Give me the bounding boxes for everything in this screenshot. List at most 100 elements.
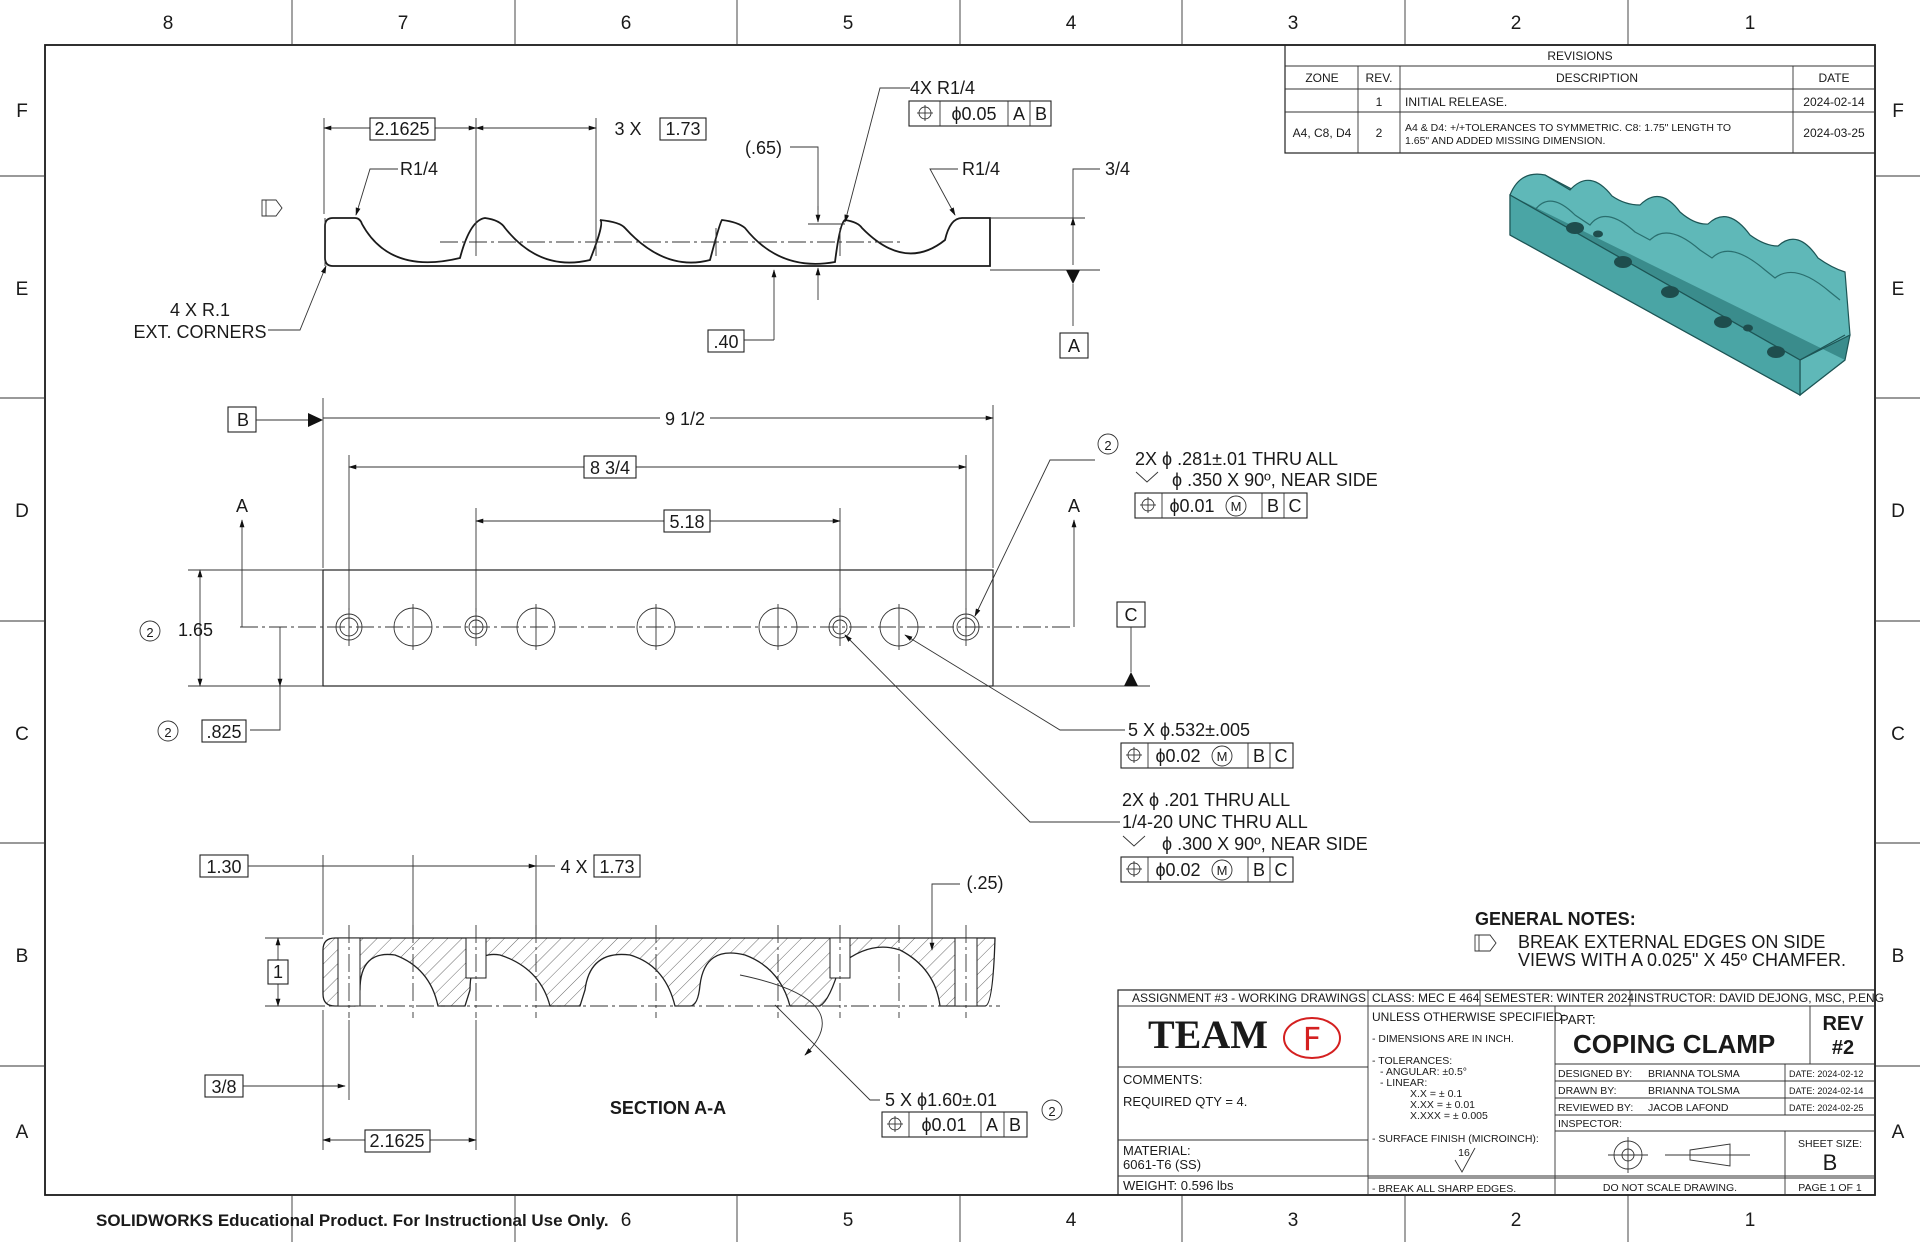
zone-col-2-bottom: 2 [1511,1210,1522,1231]
corners-note-line1: 4 X R.1 [170,300,230,320]
fcf-281-datum-b: B [1267,496,1279,516]
tb-drawn-by-label: DRAWN BY: [1558,1085,1617,1097]
projection-symbol-icon [1608,1137,1750,1173]
dim-8-3-4: 8 3/4 [590,458,630,478]
fcf-532-tol: ϕ0.02 [1155,746,1200,766]
zone-row-b: B [16,946,29,967]
educational-watermark: SOLIDWORKS Educational Product. For Inst… [96,1211,609,1230]
tb-break-edges: - BREAK ALL SHARP EDGES. [1372,1183,1516,1195]
tb-rev-label: REV [1822,1013,1864,1035]
tb-designed-by: BRIANNA TOLSMA [1648,1068,1740,1080]
tb-rev-value: #2 [1832,1037,1854,1059]
fcf-201-datum-c: C [1275,860,1288,880]
revision-table: REVISIONS ZONE REV. DESCRIPTION DATE 1 I… [1284,44,1876,154]
datum-b-label: B [237,410,249,430]
tb-unless: UNLESS OTHERWISE SPECIFIED: [1372,1010,1566,1024]
fcf-281-datum-c: C [1289,496,1302,516]
tb-designed-by-label: DESIGNED BY: [1558,1068,1632,1080]
sec-dim-1-73: 1.73 [599,857,634,877]
sec-dim-025: (.25) [966,873,1003,893]
fcf-005-tol: ϕ0.05 [951,104,996,124]
tb-semester: SEMESTER: WINTER 2024 [1484,991,1634,1005]
hole-281-line2: ϕ .350 X 90º, NEAR SIDE [1172,470,1378,490]
zone-row-c: C [15,724,29,745]
hole-532-callout: 5 X ϕ.532±.005 [1128,720,1250,740]
general-notes-line1: BREAK EXTERNAL EDGES ON SIDE [1518,932,1825,952]
rev-header-date: DATE [1818,71,1849,85]
tb-drawn-date: DATE: 2024-02-14 [1789,1086,1863,1096]
rev-1-description: INITIAL RELEASE. [1405,95,1507,109]
tb-comments: REQUIRED QTY = 4. [1123,1094,1247,1109]
title-block: ASSIGNMENT #3 - WORKING DRAWINGS CLASS: … [1117,989,1884,1196]
rev-header-rev: REV. [1366,71,1393,85]
zone-col-4: 4 [1066,13,1077,34]
zone-col-5-bottom: 5 [843,1210,854,1231]
zone-col-4-bottom: 4 [1066,1210,1077,1231]
tb-surface-value: 16 [1458,1147,1470,1159]
zone-row-b-right: B [1892,946,1905,967]
sec-dim-1: 1 [273,962,283,982]
rev-2-description-line1: A4 & D4: +/+TOLERANCES TO SYMMETRIC. C8:… [1405,122,1731,134]
dim-1-65: 1.65 [178,620,213,640]
tb-class: CLASS: MEC E 464 [1372,991,1480,1005]
zone-row-d-right: D [1891,501,1905,522]
zone-row-a: A [16,1122,29,1143]
dim-2-1625: 2.1625 [374,119,429,139]
dim-065: (.65) [745,138,782,158]
tb-assignment: ASSIGNMENT #3 - WORKING DRAWINGS [1132,991,1366,1005]
sec-dim-2-1625: 2.1625 [369,1131,424,1151]
corners-note-line2: EXT. CORNERS [133,322,266,342]
rev-marker-281: 2 [1104,438,1111,453]
r14-left: R1/4 [400,159,438,179]
tb-reviewed-by-label: REVIEWED BY: [1558,1102,1633,1114]
fcf-532: ϕ0.02 M B C [1120,742,1294,769]
zone-col-1-bottom: 1 [1745,1210,1756,1231]
rev-2-zone: A4, C8, D4 [1293,126,1352,140]
fcf-201-datum-b: B [1253,860,1265,880]
tb-comments-label: COMMENTS: [1123,1072,1202,1087]
tb-page: PAGE 1 OF 1 [1798,1182,1862,1194]
radius-4x-label: 4X R1/4 [910,78,975,98]
rev-marker-1-65: 2 [146,625,153,640]
zone-col-5: 5 [843,13,854,34]
rev-header-zone: ZONE [1305,71,1338,85]
rev-2-number: 2 [1376,126,1383,140]
rev-marker-0825: 2 [164,725,171,740]
tb-part-label: PART: [1560,1012,1596,1027]
rev-2-description-line2: 1.65" AND ADDED MISSING DIMENSION. [1405,135,1605,147]
fcf-532-datum-b: B [1253,746,1265,766]
tb-tol-xx: X.XX = ± 0.01 [1410,1099,1475,1111]
rev-2-date: 2024-03-25 [1803,126,1865,140]
tb-instructor: INSTRUCTOR: DAVID DEJONG, MSC, P.ENG [1634,991,1884,1005]
tb-tolerances: - TOLERANCES: [1372,1055,1452,1067]
rev-header-description: DESCRIPTION [1556,71,1638,85]
rev-1-number: 1 [1376,95,1383,109]
tb-weight: WEIGHT: 0.596 lbs [1123,1178,1234,1193]
tb-sheet-size: B [1823,1150,1838,1175]
isometric-model [1509,173,1851,397]
dim-3x-label: 3 X [614,119,641,139]
section-arrow-a-right: A [1068,496,1080,516]
dim-0825: .825 [206,722,241,742]
zone-row-e: E [16,279,29,300]
dim-1-73: 1.73 [665,119,700,139]
r14-right: R1/4 [962,159,1000,179]
fcf-bore-datum-b: B [1009,1115,1021,1135]
side-view: 2.1625 3 X 1.73 (.65) 4X R1/4 ϕ0.05 A B … [133,78,1130,359]
fcf-281: ϕ0.01 M B C [1134,492,1308,519]
section-arrow-a-left: A [236,496,248,516]
zone-col-1: 1 [1745,13,1756,34]
tb-reviewed-by: JACOB LAFOND [1648,1102,1729,1114]
fcf-201-tol: ϕ0.02 [1155,860,1200,880]
general-notes-title: GENERAL NOTES: [1475,909,1636,929]
zone-row-e-right: E [1892,279,1905,300]
fcf-005-datum-a: A [1013,104,1025,124]
dim-3-4: 3/4 [1105,159,1130,179]
tb-linear: - LINEAR: [1380,1077,1427,1089]
hole-201-line1: 2X ϕ .201 THRU ALL [1122,790,1290,810]
zone-row-f: F [16,101,28,122]
zone-row-a-right: A [1892,1122,1905,1143]
hole-201-line2: 1/4-20 UNC THRU ALL [1122,812,1308,832]
tb-team: TEAM [1148,1012,1268,1057]
